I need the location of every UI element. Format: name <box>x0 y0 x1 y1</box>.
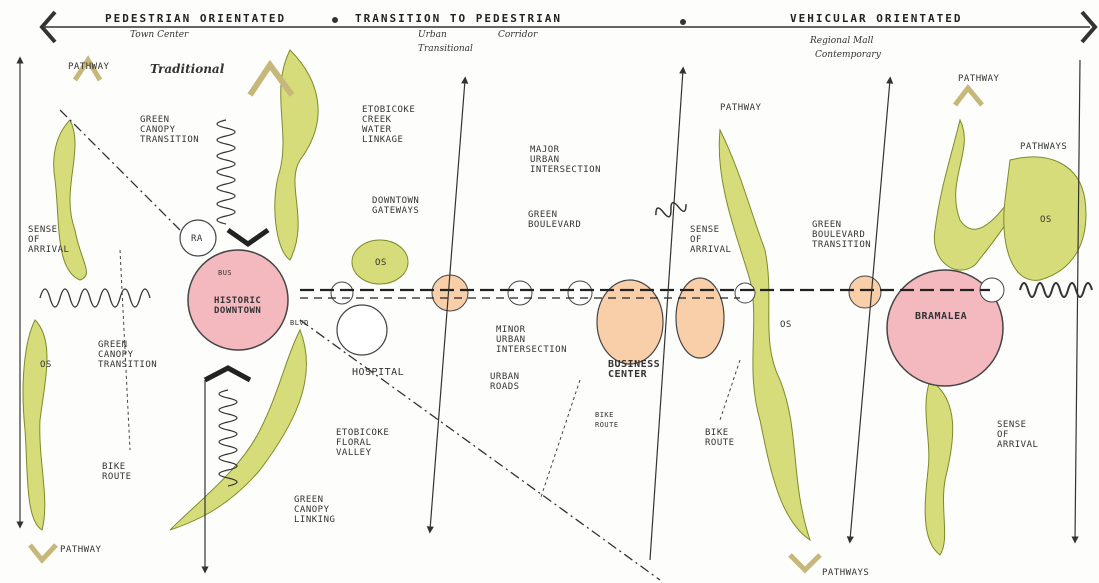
label-historic-downtown: HISTORIC DOWNTOWN <box>214 296 261 316</box>
label-pathway-top-left: PATHWAY <box>68 62 109 72</box>
label-pathway-bottom-left: PATHWAY <box>60 545 101 555</box>
right-spring <box>1020 283 1092 297</box>
hospital-circle <box>337 305 387 355</box>
left-spring <box>40 289 150 307</box>
top-spring <box>217 120 235 224</box>
greenway-right-bottom <box>925 380 953 555</box>
business-center-a <box>597 280 663 364</box>
sub-town-center: Town Center <box>130 30 188 40</box>
label-os-right: OS <box>780 320 792 330</box>
label-business-centre: BUSINESS CENTER <box>608 360 660 380</box>
label-pathways-bottom: PATHWAYS <box>822 568 869 578</box>
label-green-boulevard: GREEN BOULEVARD <box>528 210 581 230</box>
sub-corridor: Corridor <box>498 30 537 40</box>
header-transition: TRANSITION TO PEDESTRIAN <box>355 12 562 25</box>
sub-traditional: Traditional <box>150 62 224 76</box>
label-blvd: BLVD <box>290 318 309 328</box>
label-pathways-right: PATHWAYS <box>1020 142 1067 152</box>
label-bike-route-right: BIKE ROUTE <box>705 428 735 448</box>
label-green-canopy-linking: GREEN CANOPY LINKING <box>294 495 335 525</box>
label-hospital: HOSPITAL <box>352 368 404 378</box>
label-sense-of-arrival-mid: SENSE OF ARRIVAL <box>690 225 731 255</box>
label-ra: RA <box>191 234 203 244</box>
greenway-left-bottom <box>23 320 47 530</box>
floral-valley-green <box>170 330 306 530</box>
intersection-orange-right <box>849 276 881 308</box>
label-major-urban: MAJOR URBAN INTERSECTION <box>530 145 601 175</box>
greenway-right-mid <box>719 130 810 540</box>
header-pedestrian: PEDESTRIAN ORIENTATED <box>105 12 286 25</box>
label-minor-urban: MINOR URBAN INTERSECTION <box>496 325 567 355</box>
label-os-far-right: OS <box>1040 215 1052 225</box>
label-os-mid: OS <box>375 258 387 268</box>
label-os-left: OS <box>40 360 52 370</box>
label-sense-of-arrival-left: SENSE OF ARRIVAL <box>28 225 69 255</box>
label-green-canopy-transition-2: GREEN CANOPY TRANSITION <box>98 340 157 370</box>
sub-transitional: Transitional <box>418 44 473 54</box>
greenway-left-top <box>54 120 87 280</box>
sub-urban: Urban <box>418 30 447 40</box>
label-green-boulevard-transition: GREEN BOULEVARD TRANSITION <box>812 220 871 250</box>
header-vehicular: VEHICULAR ORIENTATED <box>790 12 962 25</box>
label-urban-roads: URBAN ROADS <box>490 372 520 392</box>
label-sense-of-arrival-right: SENSE OF ARRIVAL <box>997 420 1038 450</box>
label-etobicoke-floral: ETOBICOKE FLORAL VALLEY <box>336 428 389 458</box>
label-pathway-right-top: PATHWAY <box>958 74 999 84</box>
label-bramalea: BRAMALEA <box>915 312 967 322</box>
label-bike-route-mid: BIKE ROUTE <box>595 410 619 430</box>
label-bike-route-left: BIKE ROUTE <box>102 462 132 482</box>
label-pathway-right-mid: PATHWAY <box>720 103 761 113</box>
label-etobicoke-creek: ETOBICOKE CREEK WATER LINKAGE <box>362 105 415 145</box>
label-downtown-gateways: DOWNTOWN GATEWAYS <box>372 196 419 216</box>
label-bus: BUS <box>218 268 232 278</box>
sub-regional-mall: Regional Mall <box>810 36 873 46</box>
sub-contemporary: Contemporary <box>815 50 881 60</box>
label-green-canopy-transition: GREEN CANOPY TRANSITION <box>140 115 199 145</box>
